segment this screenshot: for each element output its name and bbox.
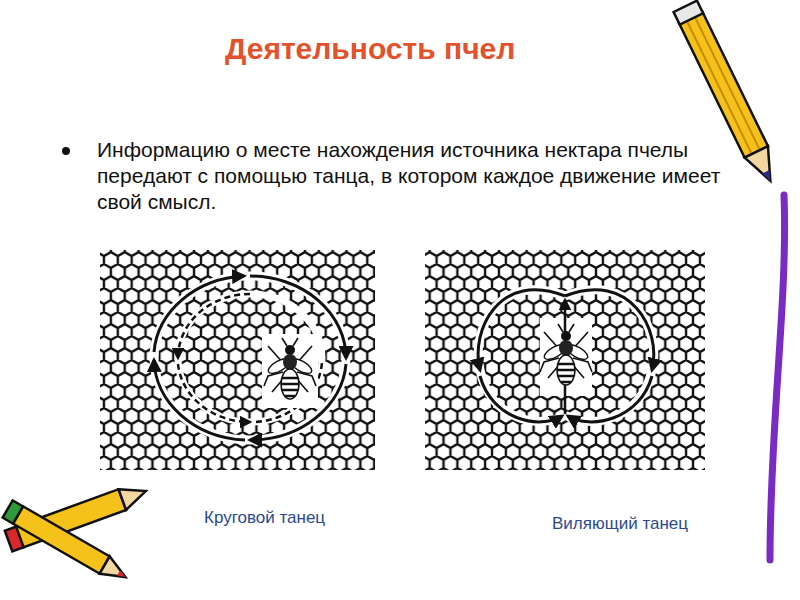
waggle-dance-figure: [425, 250, 705, 470]
figure-caption: Круговой танец: [204, 508, 325, 528]
bullet-dot: [62, 147, 70, 155]
figure-caption: Виляющий танец: [552, 514, 688, 534]
round-dance-figure: [100, 250, 375, 470]
pencil-green: [3, 500, 131, 585]
purple-stroke: [770, 195, 785, 560]
pencil-yellow: [674, 1, 782, 187]
bullet-text: Информацию о месте нахождения источника …: [97, 137, 737, 215]
slide-title: Деятельность пчел: [225, 32, 515, 66]
